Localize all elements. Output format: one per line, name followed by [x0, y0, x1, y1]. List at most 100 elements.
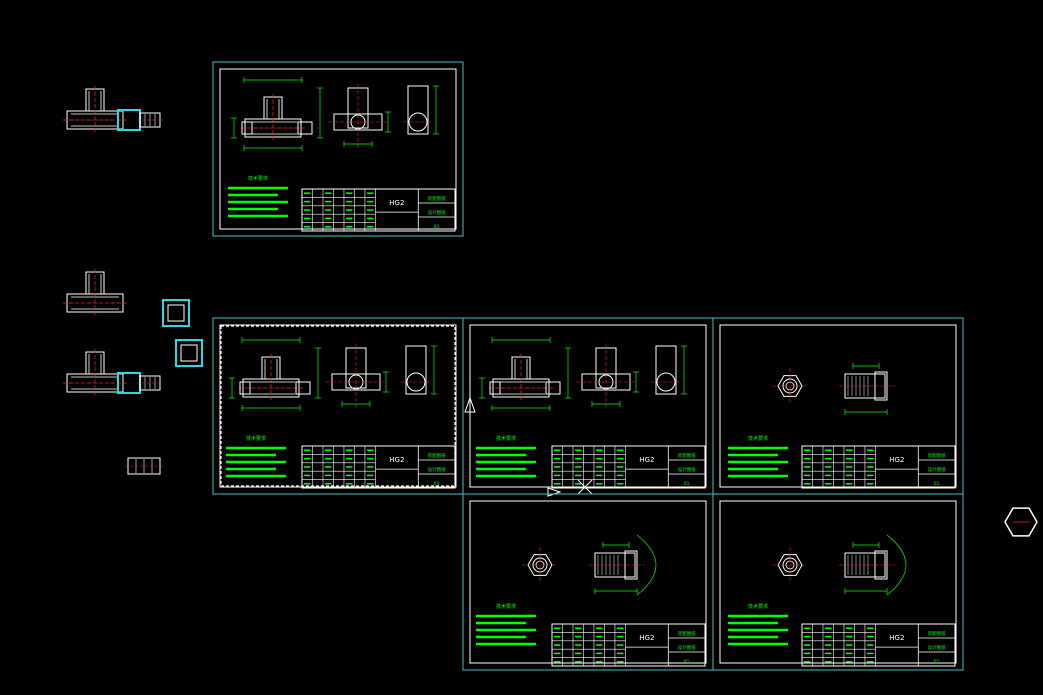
title-right-mid: 设计图纸	[928, 466, 946, 473]
tee-fitting-icon[interactable]	[63, 349, 127, 395]
selected-nut	[117, 109, 141, 131]
title-right-top: 装配图纸	[928, 630, 946, 637]
tee-fitting-icon[interactable]	[63, 86, 127, 132]
sheet-inner-frame	[219, 324, 457, 488]
notes-heading: 技术要求	[748, 435, 768, 442]
title-right-mid: 设计图纸	[928, 644, 946, 651]
technical-notes: 技术要求	[228, 175, 288, 218]
ucs-arrow	[547, 487, 562, 497]
angle-dimension-arc	[886, 534, 907, 596]
assembly-views	[479, 337, 687, 411]
title-block-frame	[551, 623, 706, 667]
technical-notes: 技术要求	[226, 435, 286, 478]
title-right-top: 装配图纸	[928, 452, 946, 459]
part-views	[522, 534, 657, 596]
end-body	[405, 345, 427, 395]
title-right-bot: 01	[934, 659, 940, 665]
notes-heading: 技术要求	[748, 603, 768, 610]
title-block-frame	[551, 445, 706, 489]
part-views	[772, 534, 907, 596]
notes-heading: 技术要求	[496, 435, 516, 442]
tee-fitting-icon[interactable]	[63, 269, 127, 315]
end-body	[655, 345, 677, 395]
technical-notes: 技术要求	[476, 603, 536, 646]
selection-dashed-frame	[220, 325, 456, 487]
selected-part-square-nut[interactable]	[175, 339, 203, 367]
sheet-border	[462, 317, 714, 495]
nut	[295, 381, 311, 395]
assembly-views	[231, 77, 439, 151]
ucs-axis	[577, 479, 593, 495]
title-block-frame	[301, 188, 456, 232]
title-right-top: 装配图纸	[678, 630, 696, 637]
angle-dimension-arc	[636, 534, 657, 596]
tee-fitting-icon[interactable]	[489, 354, 553, 400]
title-right-mid: 设计图纸	[678, 466, 696, 473]
drawing-name: HG2	[639, 456, 654, 464]
notes-heading: 技术要求	[496, 603, 516, 610]
sheet-border	[712, 493, 964, 671]
drawing-name: HG2	[889, 634, 904, 642]
title-right-mid: 设计图纸	[428, 466, 446, 473]
square-nut-inner	[180, 344, 198, 362]
notes-heading: 技术要求	[248, 175, 268, 182]
selected-part-square-nut[interactable]	[162, 299, 190, 327]
sheet-inner-frame	[219, 68, 457, 230]
title-block-frame	[801, 623, 956, 667]
title-right-bot: 01	[684, 481, 690, 487]
sheet-inner-frame	[719, 324, 957, 488]
title-right-bot: 01	[684, 659, 690, 665]
title-right-mid: 设计图纸	[678, 644, 696, 651]
drawing-name: HG2	[639, 634, 654, 642]
end-body	[407, 85, 429, 135]
title-block-frame	[301, 445, 456, 489]
tee-fitting-icon[interactable]	[239, 354, 303, 400]
plug-fitting[interactable]	[137, 112, 163, 128]
drawing-name: HG2	[389, 456, 404, 464]
plug-fitting[interactable]	[137, 375, 163, 391]
assembly-views	[229, 337, 437, 411]
drawing-name: HG2	[389, 199, 404, 207]
technical-notes: 技术要求	[728, 603, 788, 646]
notes-heading: 技术要求	[246, 435, 266, 442]
title-right-top: 装配图纸	[428, 452, 446, 459]
tee-fitting-icon[interactable]	[241, 94, 305, 140]
sheet-inner-frame	[719, 500, 957, 664]
plug-fitting[interactable]	[125, 457, 163, 475]
ucs-arrow	[464, 396, 476, 413]
square-nut-inner	[167, 304, 185, 322]
sheet-border	[212, 317, 464, 495]
hexagon-outline	[1004, 507, 1038, 537]
nut	[239, 381, 251, 395]
technical-notes: 技术要求	[728, 435, 788, 478]
title-right-mid: 设计图纸	[428, 209, 446, 216]
selected-nut	[117, 372, 141, 394]
part-views	[772, 363, 895, 415]
sheet-border	[712, 317, 964, 495]
title-right-bot: 01	[934, 481, 940, 487]
title-block-frame	[801, 445, 956, 489]
sheet-border	[212, 61, 464, 237]
hexagon-icon[interactable]	[1004, 507, 1038, 537]
title-right-bot: 01	[434, 224, 440, 230]
title-right-top: 装配图纸	[678, 452, 696, 459]
sheet-inner-frame	[469, 500, 707, 664]
nut	[489, 381, 501, 395]
square-nut-outer	[175, 339, 203, 367]
drawing-name: HG2	[889, 456, 904, 464]
nut	[297, 121, 313, 135]
nut	[241, 121, 253, 135]
title-right-bot: 01	[434, 481, 440, 487]
